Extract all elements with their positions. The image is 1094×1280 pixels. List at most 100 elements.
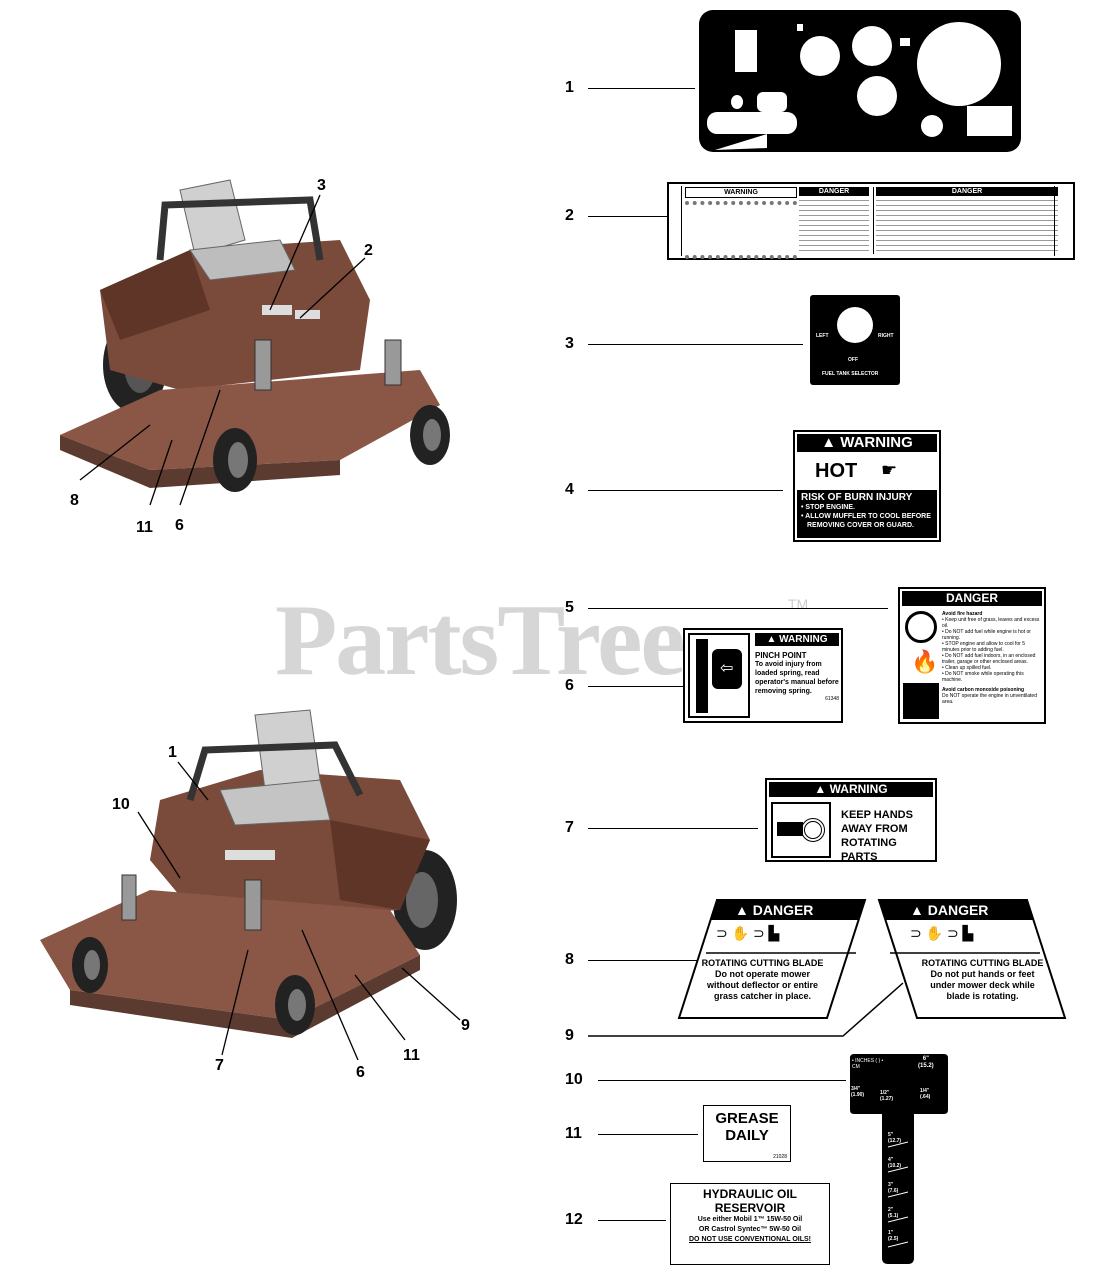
decal-3-left: LEFT <box>816 333 829 339</box>
decal-11-line2: DAILY <box>725 1127 769 1144</box>
decal-2-danger-header-2: DANGER <box>876 187 1058 196</box>
decal-4-body: RISK OF BURN INJURY • STOP ENGINE. • ALL… <box>797 490 937 538</box>
decal-12-line2: RESERVOIR <box>714 1201 786 1215</box>
decal-7-line3: ROTATING PARTS <box>841 837 897 863</box>
decal-7-keep-hands: ▲ WARNING KEEP HANDS AWAY FROM ROTATING … <box>765 778 937 864</box>
decal-12-line1: HYDRAULIC OIL <box>703 1187 797 1201</box>
decal-7-line1: KEEP HANDS <box>841 809 913 821</box>
decal-6-text: ▲ WARNING PINCH POINT To avoid injury fr… <box>755 633 839 702</box>
decal-4-line1: • STOP ENGINE. <box>801 504 855 511</box>
decal-9-header: ▲ DANGER <box>910 902 989 918</box>
decal-12-line4: OR Castrol Syntec™ 5W-50 Oil <box>698 1226 802 1233</box>
watermark-tm: TM <box>788 596 809 612</box>
decal-9-line3: blade is rotating. <box>946 991 1019 1001</box>
decal-3-knob-hole <box>837 307 873 343</box>
decal-5-fire-item: • STOP engine and allow to cool for 5 mi… <box>942 641 1026 653</box>
decal-11-code: 21028 <box>773 1154 787 1160</box>
decal-12-line5: DO NOT USE CONVENTIONAL OILS! <box>689 1236 811 1243</box>
decal-8-title: ROTATING CUTTING BLADE <box>701 958 824 968</box>
decal-10-mark: 1/2"(1.27) <box>880 1090 894 1102</box>
decal-6-header: ▲ WARNING <box>755 633 839 646</box>
photo-top-label-6: 6 <box>175 517 184 534</box>
decal-6-header-text: WARNING <box>779 634 828 645</box>
decal-5-co-body: Do NOT operate the engine in unventilate… <box>942 693 1037 705</box>
photo-top-label-2: 2 <box>364 242 373 259</box>
no-smoking-icon <box>905 611 937 643</box>
callout-4: 4 <box>565 481 574 498</box>
photo-top-label-8: 8 <box>70 492 79 509</box>
pinch-hand-icon: ⇦ <box>688 633 750 718</box>
callout-11: 11 <box>565 1125 582 1142</box>
callout-7: 7 <box>565 819 574 836</box>
decal-7-header: ▲ WARNING <box>769 782 933 797</box>
decal-9-header-text: DANGER <box>927 902 989 918</box>
decal-8-line1: Do not operate mower <box>714 969 810 979</box>
decal-10-mark: 3"(7.6) <box>888 1182 899 1194</box>
decal-9-shape <box>877 899 1067 1019</box>
leader-8 <box>588 960 708 961</box>
decal-2-danger-header-1: DANGER <box>799 187 869 196</box>
callout-5: 5 <box>565 599 574 616</box>
decal-4-header: ▲ WARNING <box>797 434 937 452</box>
callout-9: 9 <box>565 1027 574 1044</box>
decal-10-mark: 1/4"(.64) <box>920 1088 931 1100</box>
decal-6-pinch-point: ⇦ ▲ WARNING PINCH POINT To avoid injury … <box>683 628 843 723</box>
leader-5 <box>588 608 888 609</box>
decal-2-left-arrows <box>671 186 682 256</box>
decal-4-line3: REMOVING COVER OR GUARD. <box>807 522 914 529</box>
decal-10-top-right: 6" (15.2) <box>918 1056 934 1070</box>
decal-9-text: ROTATING CUTTING BLADE Do not put hands … <box>900 958 1065 1002</box>
decal-5-fire-item: • Clean up spilled fuel. <box>942 665 992 671</box>
leader-7 <box>588 828 758 829</box>
decal-2-warning-strip: WARNING DANGER DANGER <box>667 182 1075 260</box>
decal-6-title: PINCH POINT <box>755 651 807 660</box>
decal-6-body: To avoid injury from loaded spring, read… <box>755 661 839 695</box>
decal-7-text: KEEP HANDS AWAY FROM ROTATING PARTS <box>841 808 935 864</box>
decal-5-fire-item: • Do NOT add fuel while engine is hot or… <box>942 629 1031 641</box>
callout-10: 10 <box>565 1071 583 1088</box>
decal-8-shape <box>677 899 867 1019</box>
rotating-parts-icon <box>771 802 831 858</box>
decal-3-right: RIGHT <box>878 333 894 339</box>
decal-9-hand-foot-icon: ⊃ ✋ ⊃ ▙ <box>910 925 974 941</box>
decal-9-line1: Do not put hands or feet <box>930 969 1035 979</box>
decal-5-co-title: Avoid carbon monoxide poisoning <box>942 687 1025 693</box>
photo-top-label-11: 11 <box>136 519 153 536</box>
decal-10-units: • INCHES ( ) • CM <box>852 1058 884 1070</box>
decal-5-fire-item: • Do NOT add fuel indoors, in an enclose… <box>942 653 1036 665</box>
photo-bottom-label-9: 9 <box>461 1017 470 1034</box>
photo-bottom-label-7: 7 <box>215 1057 224 1074</box>
leader-1 <box>588 88 695 89</box>
decal-2-danger-panel-1: DANGER <box>799 187 869 254</box>
decal-11-grease-daily: GREASE DAILY 21028 <box>703 1105 791 1162</box>
decal-5-fire-title: Avoid fire hazard <box>942 611 983 617</box>
leader-6 <box>588 686 683 687</box>
decal-5-co-text: Avoid carbon monoxide poisoning Do NOT o… <box>942 687 1042 705</box>
decal-5-fire-text: Avoid fire hazard • Keep unit free of gr… <box>942 611 1042 683</box>
decal-10-mark: 1"(2.5) <box>888 1230 899 1242</box>
watermark: PartsTree <box>275 584 686 697</box>
decal-8-blade-hand-icon: ⊃ ✋ ⊃ ▙ <box>716 925 780 941</box>
decal-11-line1: GREASE <box>715 1110 779 1127</box>
photo-bottom-label-6: 6 <box>356 1064 365 1081</box>
decal-8-line3: grass catcher in place. <box>713 991 812 1001</box>
decal-8-header-text: DANGER <box>752 902 814 918</box>
decal-8-line2: without deflector or entire <box>706 980 818 990</box>
decal-4-hot: HOT <box>815 460 858 482</box>
decal-1-dash-panel <box>699 10 1021 152</box>
photo-top-label-3: 3 <box>317 177 326 194</box>
photo-bottom-label-1: 1 <box>168 744 177 761</box>
photo-bottom-label-11: 11 <box>403 1047 420 1064</box>
decal-3-off: OFF <box>848 357 858 363</box>
decal-9-title: ROTATING CUTTING BLADE <box>921 958 1044 968</box>
callout-8: 8 <box>565 951 574 968</box>
leader-9 <box>588 982 904 1037</box>
decal-10-gauge-shape <box>850 1054 948 1264</box>
leader-4 <box>588 490 783 491</box>
decal-3-title: FUEL TANK SELECTOR <box>822 371 879 377</box>
decal-10-top-right-in: 6" <box>922 1056 929 1062</box>
decal-4-risk: RISK OF BURN INJURY <box>801 492 913 503</box>
callout-2: 2 <box>565 207 574 224</box>
leader-12 <box>598 1220 666 1221</box>
decal-8-text: ROTATING CUTTING BLADE Do not operate mo… <box>680 958 845 1002</box>
